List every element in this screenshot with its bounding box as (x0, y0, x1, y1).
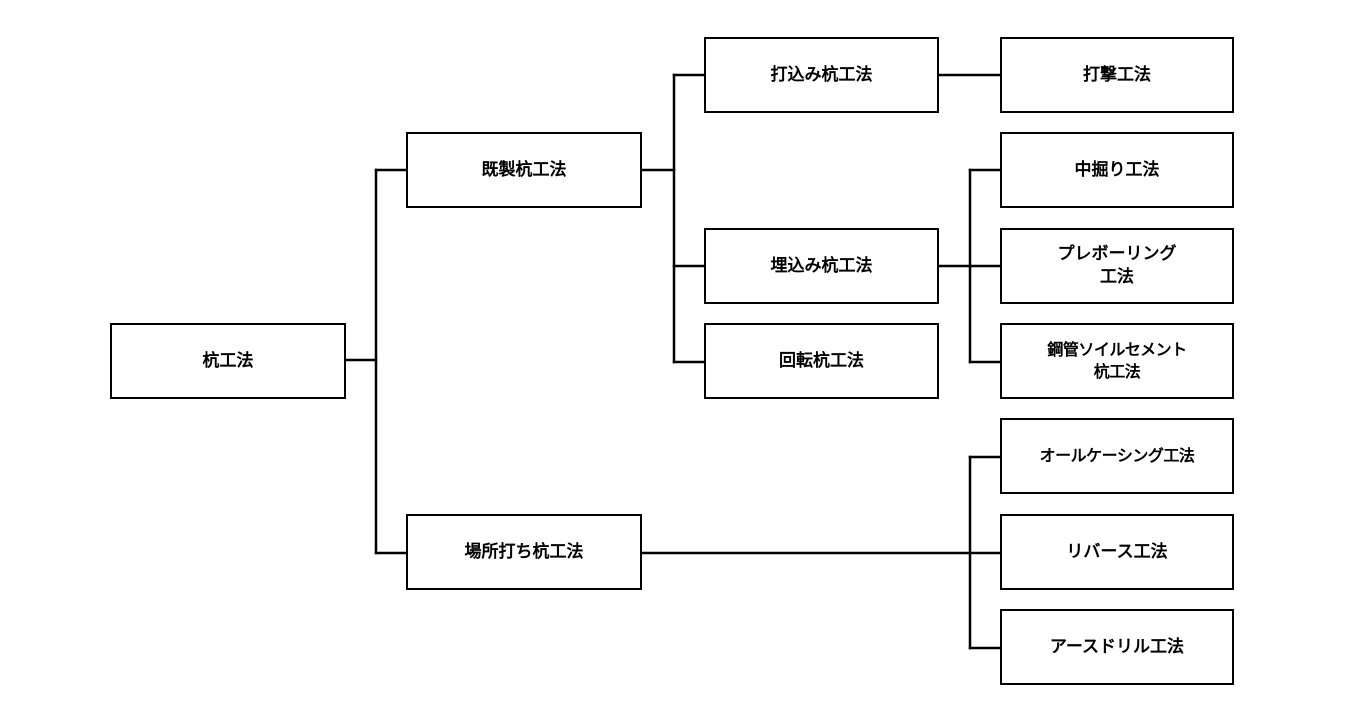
node-cast-in-place: 場所打ち杭工法 (406, 514, 642, 590)
node-rotary: 回転杭工法 (704, 323, 939, 399)
node-earth-drill: アースドリル工法 (1000, 609, 1234, 685)
node-driven: 打込み杭工法 (704, 37, 939, 113)
node-embedded-label: 埋込み杭工法 (770, 255, 873, 276)
node-reverse-label: リバース工法 (1066, 541, 1168, 562)
node-reverse: リバース工法 (1000, 514, 1234, 590)
node-driven-label: 打込み杭工法 (770, 64, 873, 85)
node-pre-boring: プレボーリング 工法 (1000, 228, 1234, 304)
node-impact-label: 打撃工法 (1083, 64, 1151, 85)
node-root-label: 杭工法 (202, 350, 254, 371)
node-rotary-label: 回転杭工法 (779, 350, 864, 371)
node-embedded: 埋込み杭工法 (704, 228, 939, 304)
node-prefab: 既製杭工法 (406, 132, 642, 208)
node-all-casing-label: オールケーシング工法 (1039, 446, 1195, 466)
node-all-casing: オールケーシング工法 (1000, 418, 1234, 494)
node-earth-drill-label: アースドリル工法 (1049, 636, 1185, 657)
node-impact: 打撃工法 (1000, 37, 1234, 113)
node-inner-excavation-label: 中掘り工法 (1074, 159, 1160, 180)
node-cast-in-place-label: 場所打ち杭工法 (464, 541, 584, 562)
node-steel-soil-cement: 鋼管ソイルセメント 杭工法 (1000, 323, 1234, 399)
node-root: 杭工法 (110, 323, 346, 399)
node-steel-soil-cement-label: 鋼管ソイルセメント 杭工法 (1047, 340, 1187, 381)
node-prefab-label: 既製杭工法 (481, 159, 567, 180)
node-inner-excavation: 中掘り工法 (1000, 132, 1234, 208)
node-pre-boring-label: プレボーリング 工法 (1057, 244, 1177, 287)
